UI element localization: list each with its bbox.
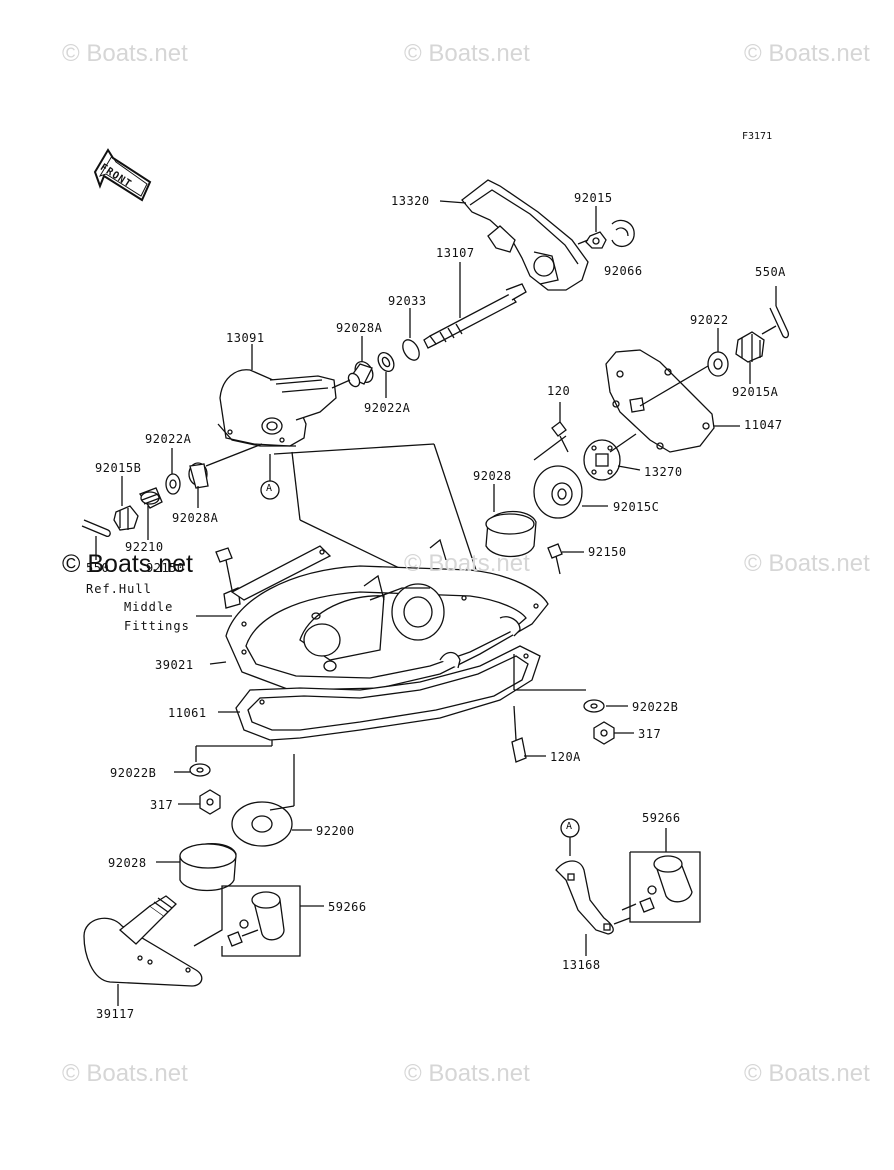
nut-317-right <box>593 721 615 745</box>
washer-92200 <box>231 801 293 847</box>
washer-92022 <box>707 351 729 377</box>
steering-holder-13091 <box>217 369 337 447</box>
bushing-92028 <box>485 510 537 558</box>
part-13168: 13168 <box>562 958 601 972</box>
part-59266-right: 59266 <box>642 811 681 825</box>
callout-a-bottom: A <box>566 821 573 832</box>
callout-a-top: A <box>266 483 273 494</box>
part-92022A-top: 92022A <box>364 401 411 415</box>
part-317-left: 317 <box>150 798 174 812</box>
part-92150-left: 92150 <box>146 561 185 575</box>
part-92015: 92015 <box>574 191 613 205</box>
washer-92022B-left <box>189 763 211 777</box>
part-317-right: 317 <box>638 727 662 741</box>
circlip-92033 <box>402 339 420 361</box>
part-92210: 92210 <box>125 540 164 554</box>
castle-nut-92015B <box>113 505 139 531</box>
pump-cover-39021 <box>225 538 549 691</box>
watermark-bottom-left: © Boats.net <box>62 1060 188 1087</box>
part-550: 550 <box>86 561 110 575</box>
gasket-11061 <box>235 645 541 741</box>
part-92015B: 92015B <box>95 461 142 475</box>
bracket-13168 <box>555 860 614 935</box>
plate-11047 <box>605 349 715 453</box>
nut-317-left <box>199 789 221 815</box>
nut-92015 <box>585 231 607 249</box>
part-92022B-right: 92022B <box>632 700 679 714</box>
part-92022: 92022 <box>690 313 729 327</box>
cotter-pin-550A <box>769 286 790 339</box>
part-13091: 13091 <box>226 331 265 345</box>
castle-nut-92015A <box>735 331 765 363</box>
nut-92015C <box>533 465 583 519</box>
steering-shaft-13107 <box>423 283 527 349</box>
watermark-top-left: © Boats.net <box>62 40 188 67</box>
part-92028-bottom: 92028 <box>108 856 147 870</box>
part-120: 120 <box>547 384 571 398</box>
part-120A: 120A <box>550 750 581 764</box>
grease-fitting-59266-left <box>193 885 301 957</box>
watermark-mid-right: © Boats.net <box>744 550 870 577</box>
part-39021: 39021 <box>155 658 194 672</box>
grease-fitting-59266-right <box>621 851 701 923</box>
part-92028A-top: 92028A <box>336 321 383 335</box>
watermark-top-right: © Boats.net <box>744 40 870 67</box>
bushing-92028-bottom <box>179 842 237 892</box>
part-92200: 92200 <box>316 824 355 838</box>
washer-92022B-right <box>583 699 605 713</box>
bushing-92028A-top <box>347 361 374 388</box>
part-92028A-left: 92028A <box>172 511 219 525</box>
watermark-mid-center: © Boats.net <box>404 550 530 577</box>
part-13270: 13270 <box>644 465 683 479</box>
ref-note-line2: Middle <box>124 600 174 614</box>
part-92015A: 92015A <box>732 385 779 399</box>
part-39117: 39117 <box>96 1007 135 1021</box>
watermark-bottom-right: © Boats.net <box>744 1060 870 1087</box>
part-92022A-left: 92022A <box>145 432 192 446</box>
part-550A: 550A <box>755 265 786 279</box>
part-92150-right: 92150 <box>588 545 627 559</box>
part-59266-left: 59266 <box>328 900 367 914</box>
bolt-92150-left <box>215 547 241 609</box>
ref-note-line1: Ref.Hull <box>86 582 152 596</box>
watermark-mid-left: © Boats.net <box>62 550 193 578</box>
watermark-top-center: © Boats.net <box>404 40 530 67</box>
steering-handle-13320 <box>461 179 589 291</box>
plug-92210 <box>138 487 163 509</box>
part-92022B-left: 92022B <box>110 766 157 780</box>
bolt-92150-right <box>547 543 563 575</box>
lever-39117 <box>83 895 203 987</box>
part-11061: 11061 <box>168 706 207 720</box>
bushing-92028A-left <box>188 462 209 489</box>
bolt-120 <box>551 421 569 453</box>
part-13107: 13107 <box>436 246 475 260</box>
watermark-bottom-center: © Boats.net <box>404 1060 530 1087</box>
figure-code: F3171 <box>742 131 773 142</box>
bolt-120A <box>511 705 527 763</box>
part-11047: 11047 <box>744 418 783 432</box>
cotter-pin-550 <box>81 519 111 538</box>
front-arrow-icon <box>93 148 152 202</box>
clip-92066 <box>611 219 635 247</box>
part-92028: 92028 <box>473 469 512 483</box>
washer-92022A-left <box>165 473 181 495</box>
washer-92022A-top <box>377 352 395 372</box>
part-13320: 13320 <box>391 194 430 208</box>
part-92033: 92033 <box>388 294 427 308</box>
part-92015C: 92015C <box>613 500 660 514</box>
ref-note-line3: Fittings <box>124 619 190 633</box>
disc-13270 <box>583 439 621 481</box>
part-92066: 92066 <box>604 264 643 278</box>
